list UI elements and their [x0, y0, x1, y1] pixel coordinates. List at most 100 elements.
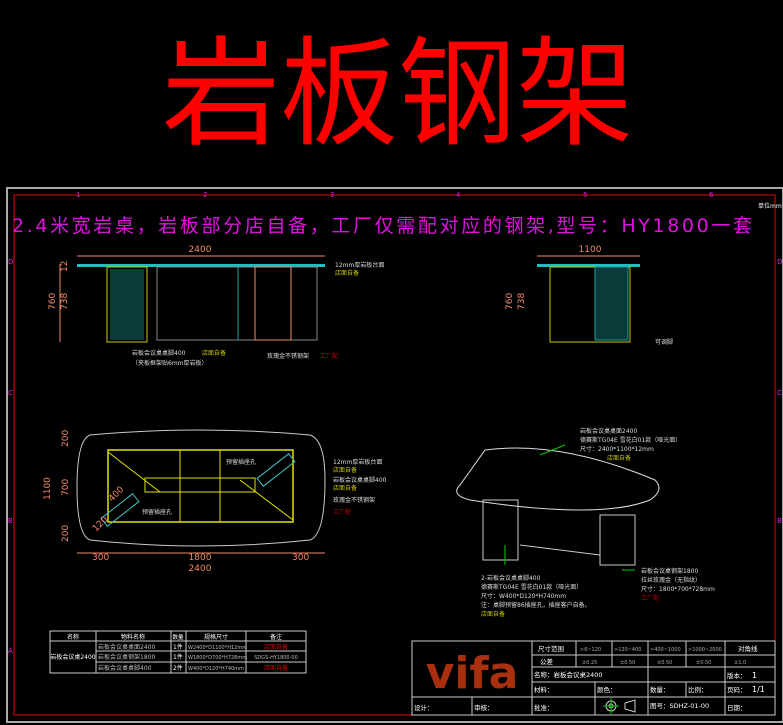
drawing-label: 738 — [60, 293, 70, 310]
outer-border — [6, 187, 783, 723]
drawing-label: 2件 — [173, 664, 183, 672]
drawing-label: 公差 — [540, 657, 554, 666]
drawing-label: 2-岩板会议桌桌脚400 — [481, 574, 541, 582]
drawing-label: 玫瑰金不锈钢架 — [267, 352, 309, 360]
drawing-label: 760 — [48, 293, 58, 310]
drawing-label: 批准： — [534, 703, 554, 712]
drawing-label: ±0.50 — [620, 660, 635, 666]
drawing-label: 2400 — [189, 245, 212, 255]
drawing-label: >6~120 — [580, 647, 601, 653]
drawing-label: 比例： — [688, 685, 708, 694]
corner-stamp: 单位mm — [758, 202, 782, 210]
drawing-label: 尺寸范围 — [538, 644, 564, 653]
drawing-label: （夹板框架贴6mm厚岩板） — [132, 359, 208, 367]
drawing-label: 岩板会议桌钢架1800 — [98, 653, 155, 661]
drawing-label: B — [777, 517, 782, 525]
drawing-line — [456, 447, 660, 511]
drawing-line — [411, 640, 776, 716]
drawing-line — [49, 630, 307, 674]
drawing-label: 岩板会议桌桌脚400 — [333, 476, 387, 484]
drawing-label: 名称 — [67, 633, 79, 641]
front-view: 2400 760 738 12 12mm厚岩板台面 店面自备 岩板会议桌桌脚40… — [48, 245, 384, 367]
drawing-label: 可调脚 — [655, 338, 673, 346]
drawing-line — [599, 514, 636, 566]
drawing-label: 12mm厚岩板台面 — [335, 261, 384, 269]
drawing-label: 店面自备 — [333, 466, 357, 474]
drawing-label: 岩板会议桌钢架1800 — [641, 567, 698, 575]
drawing-line — [594, 266, 629, 341]
drawing-label: 工厂配 — [333, 509, 351, 516]
drawing-line — [256, 453, 296, 487]
drawing-label: 6 — [709, 191, 714, 199]
plan-view: 1100 200 700 200 400 120 300 1800 300 24… — [43, 429, 387, 574]
drawing-line — [144, 477, 256, 493]
drawing-line — [110, 269, 144, 340]
drawing-label: 材料： — [534, 685, 554, 694]
drawing-label: 300 — [92, 553, 109, 563]
drawing-label: 德赛斯TG04E 雪花白01款（哑光面） — [481, 583, 582, 591]
drawing-label: SDGS-HY1800-00 — [254, 655, 298, 661]
drawing-label: 工厂配 — [641, 595, 659, 602]
title-block: vifa 尺寸范围 >6~120 >120~400 >400~1000 >100… — [414, 644, 765, 714]
vifa-logo: vifa — [426, 648, 519, 699]
drawing-label: 预留插座孔 — [142, 508, 172, 516]
drawing-label: 尺寸：1800*700*728mm — [641, 585, 715, 593]
drawing-line — [482, 499, 519, 561]
drawing-line — [107, 449, 294, 523]
drawing-label: 店面自备 — [481, 610, 505, 618]
drawing-label: 店面自备 — [333, 484, 357, 492]
drawing-label: 数量： — [650, 685, 670, 694]
drawing-label: 760 — [505, 293, 515, 310]
drawing-line — [519, 544, 601, 556]
drawing-label: 店面自备 — [264, 664, 288, 672]
drawing-label: 店面自备 — [607, 454, 631, 462]
drawing-label: 200 — [61, 525, 71, 542]
drawing-label: 2400 — [189, 564, 212, 574]
drawing-label: 备注 — [270, 633, 282, 641]
drawing-label: 尺寸：W400*D120*H740mm — [481, 592, 566, 600]
drawing-label: 设计： — [414, 703, 434, 712]
drawing-label: 12 — [60, 261, 70, 272]
drawing-line — [106, 266, 148, 343]
drawing-label: C — [8, 389, 13, 397]
drawing-label: 5 — [583, 191, 587, 199]
drawing-label: ±1.0 — [734, 660, 746, 666]
drawing-label: ±0.25 — [582, 660, 597, 666]
headline: 2.4米宽岩桌，岩板部分店自备，工厂仅需配对应的钢架,型号：HY1800一套 — [12, 215, 752, 237]
drawing-line — [156, 266, 318, 341]
drawing-label: >400~1000 — [650, 647, 681, 653]
drawing-label: ±0.50 — [657, 660, 672, 666]
drawing-label: 岩板会议桌桌面2400 — [580, 427, 637, 435]
drawing-label: D — [777, 258, 782, 266]
drawing-label: W2400*D1100*H12mm — [188, 645, 247, 651]
drawing-label: 岩板会议桌桌脚400 — [98, 664, 152, 672]
banner-title: 岩板钢架 — [162, 25, 634, 163]
side-view: 1100 760 738 可调脚 — [505, 245, 673, 346]
drawing-label: B — [8, 517, 13, 525]
drawing-label: 工厂配 — [320, 353, 338, 360]
drawing-label: 1 — [752, 671, 757, 680]
bom-table — [49, 630, 307, 674]
drawing-line — [624, 699, 636, 713]
drawing-label: 200 — [61, 430, 71, 447]
drawing-line — [549, 266, 631, 343]
drawing-label: ±0.50 — [696, 660, 711, 666]
drawing-label: 对角线 — [738, 644, 758, 653]
drawing-label: 店面自备 — [202, 349, 226, 357]
drawing-label: D — [8, 258, 13, 266]
drawing-label: 1/1 — [752, 685, 765, 694]
drawing-line — [76, 429, 326, 547]
drawing-label: 1件 — [173, 643, 183, 651]
inner-frame — [13, 194, 776, 716]
drawing-label: 店面自备 — [264, 643, 288, 651]
drawing-label: 12mm厚岩板台面 — [333, 458, 382, 466]
drawing-label: 岩板会议桌2400 — [50, 653, 95, 661]
drawing-label: 1100 — [43, 477, 53, 500]
drawing-label: 版本： — [727, 671, 747, 680]
drawing-label: 德赛斯TG04E 雪花白01款（哑光面） — [580, 436, 681, 444]
drawing-line — [539, 444, 566, 456]
drawing-label: 2 — [203, 191, 207, 199]
drawing-label: 1件 — [173, 653, 183, 661]
